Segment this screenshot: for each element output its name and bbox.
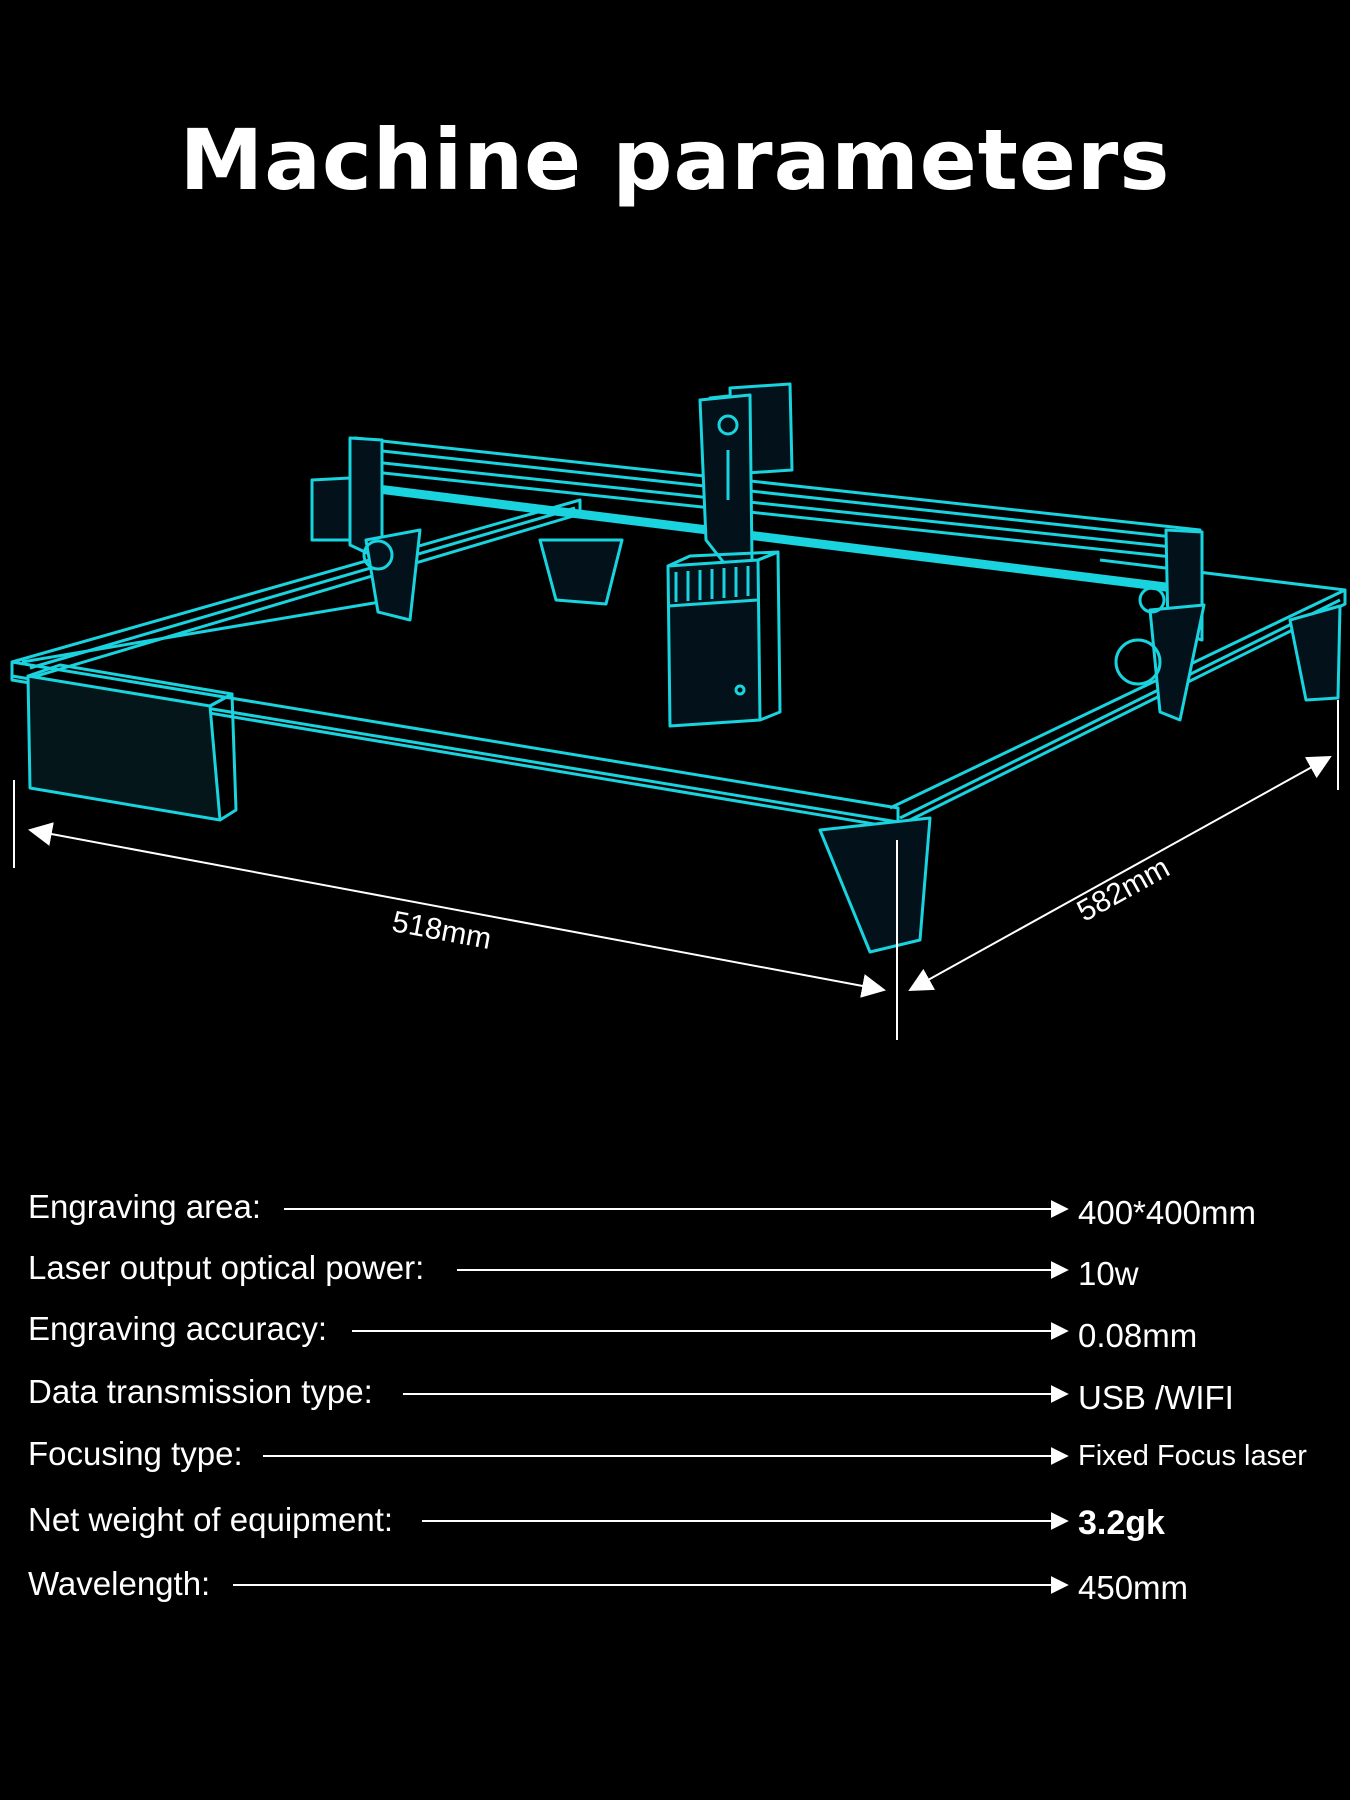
spec-value-net-weight: 3.2gk bbox=[1078, 1504, 1165, 1542]
spec-value-engraving-area: 400*400mm bbox=[1078, 1194, 1256, 1231]
spec-leader-lines bbox=[233, 1200, 1069, 1594]
depth-dimension-arrow bbox=[908, 756, 1332, 991]
spec-value-wavelength: 450mm bbox=[1078, 1569, 1189, 1606]
laser-module bbox=[666, 550, 782, 728]
spec-label-engraving-accuracy: Engraving accuracy: bbox=[28, 1310, 327, 1347]
control-box bbox=[26, 663, 238, 822]
right-foot bbox=[1288, 604, 1342, 702]
spec-value-data-transmission: USB /WIFI bbox=[1078, 1379, 1234, 1416]
depth-dimension-label: 582mm bbox=[1072, 851, 1176, 928]
back-left-foot bbox=[538, 538, 624, 606]
dimension-lines bbox=[13, 700, 1339, 1040]
page-title: Machine parameters bbox=[179, 111, 1171, 209]
width-dimension-arrow bbox=[28, 822, 886, 998]
spec-label-wavelength: Wavelength: bbox=[28, 1565, 211, 1602]
spec-label-laser-power: Laser output optical power: bbox=[28, 1249, 425, 1286]
laser-engraver-illustration bbox=[10, 382, 1347, 954]
spec-label-net-weight: Net weight of equipment: bbox=[28, 1501, 394, 1538]
spec-label-focusing-type: Focusing type: bbox=[28, 1435, 243, 1472]
right-gantry-plate bbox=[1114, 528, 1206, 722]
spec-value-focusing-type: Fixed Focus laser bbox=[1078, 1440, 1307, 1472]
spec-value-engraving-accuracy: 0.08mm bbox=[1078, 1317, 1198, 1354]
front-right-foot bbox=[818, 816, 932, 954]
left-rail bbox=[11, 498, 582, 680]
width-dimension-label: 518mm bbox=[390, 905, 494, 956]
spec-label-engraving-area: Engraving area: bbox=[28, 1188, 261, 1225]
spec-value-laser-power: 10w bbox=[1078, 1255, 1139, 1292]
carriage-stepper bbox=[698, 382, 794, 570]
left-gantry-plate bbox=[310, 436, 422, 622]
spec-label-data-transmission: Data transmission type: bbox=[28, 1373, 373, 1410]
